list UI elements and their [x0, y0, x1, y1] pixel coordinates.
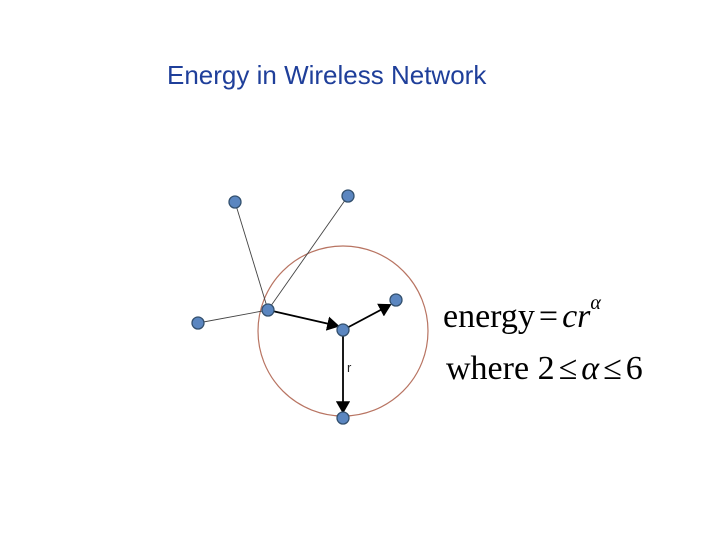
slide-title: Energy in Wireless Network	[167, 60, 487, 90]
edge-left	[197, 309, 269, 324]
arrow-center-to-inner	[267, 309, 340, 331]
formula-where: where	[446, 350, 530, 387]
formula-upper-bound: 6	[625, 350, 643, 387]
formula-exponent: α	[590, 292, 601, 314]
formula-lower-bound: 2	[537, 350, 555, 387]
node-center	[261, 303, 275, 317]
node-top-right	[341, 189, 355, 203]
formula-alpha: α	[581, 350, 600, 387]
node-inner	[336, 323, 350, 337]
alpha-range-formula: where 2≤α≤6	[446, 350, 643, 388]
formula-equals: =	[538, 298, 559, 335]
radius-label: r	[347, 360, 352, 375]
formula-le-2: ≤	[603, 350, 622, 387]
formula-le-1: ≤	[558, 350, 578, 387]
edge-top-right	[267, 195, 349, 311]
node-top-left	[228, 195, 242, 209]
formula-lhs: energy	[443, 298, 535, 335]
arrow-inner-to-right	[342, 303, 392, 331]
node-right	[389, 293, 403, 307]
node-bottom	[336, 411, 350, 425]
edge-top-left	[234, 201, 269, 311]
formula-constant: c	[562, 298, 578, 335]
energy-formula: energy=crα	[443, 292, 601, 336]
formula-radius: r	[577, 298, 591, 335]
node-left	[191, 316, 205, 330]
